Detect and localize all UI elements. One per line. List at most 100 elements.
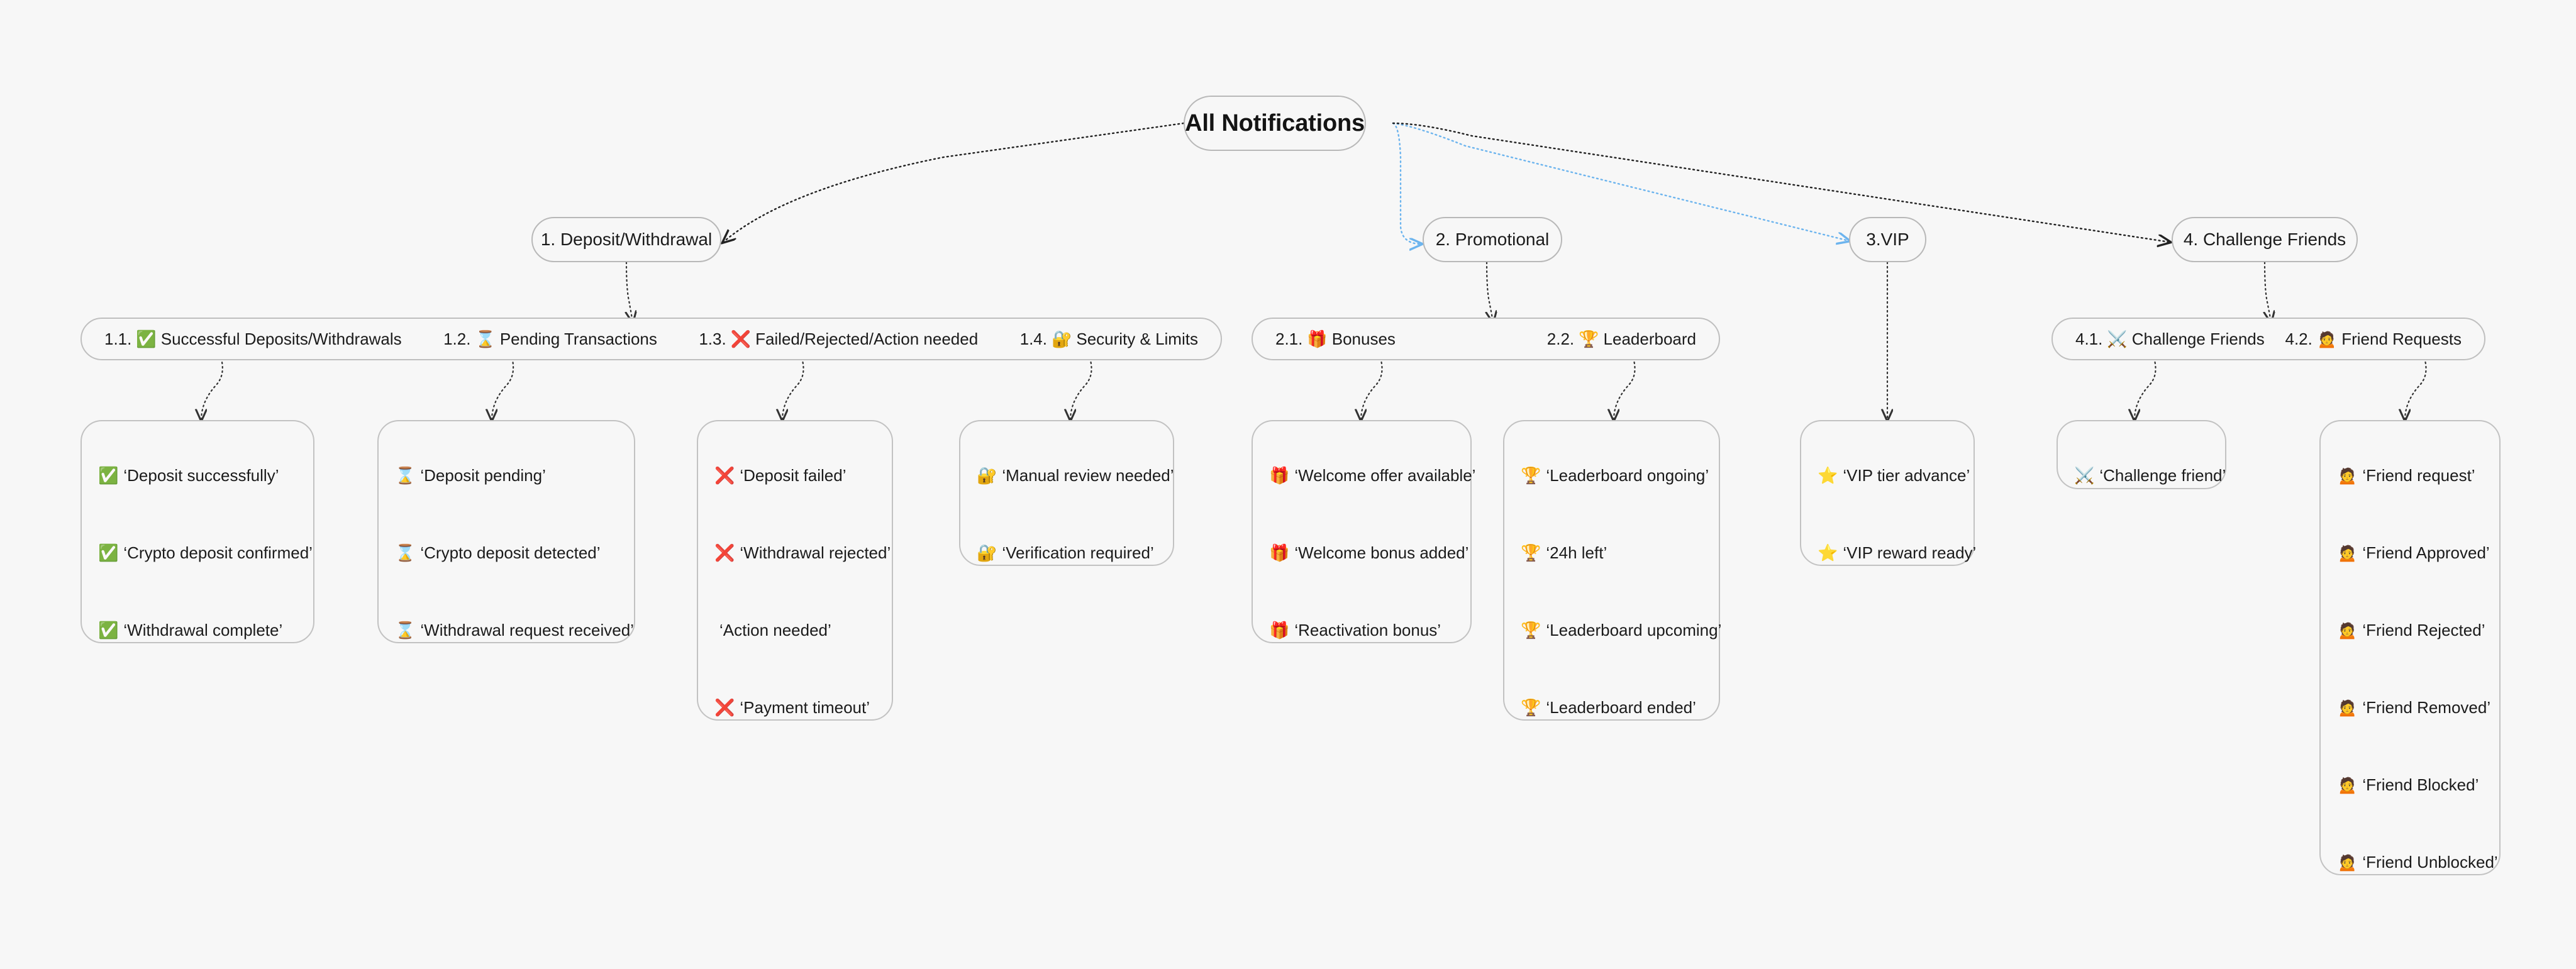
edge-branch4-to-group4 — [2265, 261, 2271, 322]
subcategory-label: Security & Limits — [1076, 329, 1198, 348]
leaf-card-vip: ⭐ ‘VIP tier advance’ ⭐ ‘VIP reward ready… — [1800, 420, 1976, 566]
subcategory-group-deposit-withdrawal: 1.1. ✅ Successful Deposits/Withdrawals 1… — [80, 318, 1222, 360]
subcategory-2-1[interactable]: 2.1. 🎁 Bonuses — [1275, 329, 1396, 349]
subcategory-1-3[interactable]: 1.3. ❌ Failed/Rejected/Action needed — [699, 329, 978, 349]
leaf-label: ‘Leaderboard upcoming’ — [1546, 621, 1722, 640]
wrapped-gift-icon: 🎁 — [1269, 621, 1290, 640]
trophy-icon: 🏆 — [1521, 543, 1541, 562]
person-frowning-icon: 🙍 — [2337, 543, 2358, 562]
leaf-label: ‘Leaderboard ongoing’ — [1546, 466, 1709, 485]
leaf-card-successful-deposits: ✅ ‘Deposit successfully’ ✅ ‘Crypto depos… — [80, 420, 314, 643]
wrapped-gift-icon: 🎁 — [1269, 543, 1290, 562]
subcategory-number: 2.1. — [1275, 329, 1303, 348]
person-frowning-icon: 🙍 — [2337, 775, 2358, 794]
person-frowning-icon: 🙍 — [2316, 329, 2338, 348]
leaf-card-failed-rejected: ❌ ‘Deposit failed’ ❌ ‘Withdrawal rejecte… — [697, 420, 893, 721]
leaf-card-security-limits: 🔐 ‘Manual review needed’ 🔐 ‘Verification… — [959, 420, 1174, 566]
locked-with-key-icon: 🔐 — [977, 543, 997, 562]
leaf-label: ‘Manual review needed’ — [1002, 466, 1174, 485]
subcategory-4-1[interactable]: 4.1. ⚔️ Challenge Friends — [2075, 329, 2265, 349]
leaf-label: ‘Payment timeout’ — [740, 698, 870, 717]
leaf-card-challenge-friends: ⚔️ ‘Challenge friend’ — [2057, 420, 2226, 489]
trophy-icon: 🏆 — [1579, 329, 1599, 348]
leaf-label: ‘Verification required’ — [1002, 543, 1154, 562]
leaf-label: ‘Friend Blocked’ — [2362, 775, 2479, 794]
subcategory-2-2[interactable]: 2.2. 🏆 Leaderboard — [1547, 329, 1696, 349]
locked-with-key-icon: 🔐 — [1051, 329, 1072, 348]
hourglass-icon: ⌛ — [395, 543, 416, 562]
leaf-label: ‘Welcome bonus added’ — [1294, 543, 1469, 562]
trophy-icon: 🏆 — [1521, 621, 1541, 640]
wrapped-gift-icon: 🎁 — [1269, 466, 1290, 485]
subcategory-group-challenge-friends: 4.1. ⚔️ Challenge Friends 4.2. 🙍 Friend … — [2051, 318, 2485, 360]
leaf-label: ‘24h left’ — [1546, 543, 1607, 562]
person-frowning-icon: 🙍 — [2337, 698, 2358, 717]
subcategory-1-2[interactable]: 1.2. ⌛ Pending Transactions — [443, 329, 657, 349]
cross-mark-icon: ❌ — [714, 543, 735, 562]
star-icon: ⭐ — [1818, 543, 1838, 562]
leaf-label: ‘Deposit successfully’ — [123, 466, 279, 485]
leaf-label: ‘Crypto deposit confirmed’ — [123, 543, 313, 562]
branch-node-label: 1. Deposit/Withdrawal — [540, 230, 713, 249]
hourglass-icon: ⌛ — [395, 621, 416, 640]
cross-mark-icon: ❌ — [714, 466, 735, 485]
subcategory-number: 1.1. — [104, 329, 132, 348]
leaf-label: ‘Crypto deposit detected’ — [420, 543, 601, 562]
branch-node-label: 2. Promotional — [1435, 230, 1550, 249]
subcategory-number: 1.2. — [443, 329, 471, 348]
leaf-card-friend-requests: 🙍 ‘Friend request’ 🙍 ‘Friend Approved’ 🙍… — [2319, 420, 2501, 875]
leaf-label: ‘Friend Unblocked’ — [2362, 853, 2498, 872]
edge-branch1-to-group1 — [626, 261, 633, 322]
branch-node-challenge-friends[interactable]: 4. Challenge Friends — [2172, 217, 2358, 262]
root-node[interactable]: All Notifications — [1184, 96, 1366, 151]
subcategory-label: Friend Requests — [2341, 329, 2462, 348]
leaf-card-leaderboard: 🏆 ‘Leaderboard ongoing’ 🏆 ‘24h left’ 🏆 ‘… — [1503, 420, 1722, 721]
subcategory-label: Pending Transactions — [499, 329, 657, 348]
subcategory-label: Successful Deposits/Withdrawals — [160, 329, 402, 348]
subcategory-label: Failed/Rejected/Action needed — [755, 329, 979, 348]
leaf-label: ‘Reactivation bonus’ — [1294, 621, 1441, 640]
leaf-label: ‘Deposit failed’ — [740, 466, 847, 485]
subcategory-number: 4.2. — [2285, 329, 2312, 348]
subcategory-4-2[interactable]: 4.2. 🙍 Friend Requests — [2285, 329, 2462, 349]
leaf-label: ‘Withdrawal complete’ — [123, 621, 283, 640]
edge-root-to-branch1 — [723, 122, 1185, 242]
leaf-label: ‘Welcome offer available’ — [1294, 466, 1476, 485]
branch-node-promotional[interactable]: 2. Promotional — [1423, 217, 1562, 262]
cross-mark-icon: ❌ — [730, 329, 752, 348]
branch-node-deposit-withdrawal[interactable]: 1. Deposit/Withdrawal — [531, 217, 721, 262]
check-mark-button-icon: ✅ — [98, 466, 119, 485]
edge-branch2-to-group2 — [1487, 261, 1493, 322]
leaf-label: ‘Friend Approved’ — [2362, 543, 2490, 562]
person-frowning-icon: 🙍 — [2337, 853, 2358, 872]
branch-node-label: 3.VIP — [1866, 230, 1909, 249]
person-frowning-icon: 🙍 — [2337, 621, 2358, 640]
crossed-swords-icon: ⚔️ — [2074, 466, 2095, 485]
leaf-label: ‘Challenge friend’ — [2099, 466, 2226, 485]
crossed-swords-icon: ⚔️ — [2107, 329, 2128, 348]
subcategory-1-1[interactable]: 1.1. ✅ Successful Deposits/Withdrawals — [104, 329, 402, 349]
branch-node-label: 4. Challenge Friends — [2183, 230, 2346, 249]
star-icon: ⭐ — [1818, 466, 1838, 485]
trophy-icon: 🏆 — [1521, 698, 1541, 717]
leaf-label: ‘Leaderboard ended’ — [1546, 698, 1696, 717]
wrapped-gift-icon: 🎁 — [1307, 329, 1328, 348]
branch-node-vip[interactable]: 3.VIP — [1849, 217, 1926, 262]
subcategory-number: 1.4. — [1019, 329, 1047, 348]
subcategory-1-4[interactable]: 1.4. 🔐 Security & Limits — [1020, 329, 1198, 349]
leaf-label: ‘Withdrawal request received’ — [420, 621, 634, 640]
root-node-label: All Notifications — [1185, 109, 1365, 136]
leaf-card-bonuses: 🎁 ‘Welcome offer available’ 🎁 ‘Welcome b… — [1252, 420, 1476, 643]
leaf-label: ‘Action needed’ — [719, 621, 831, 640]
check-mark-button-icon: ✅ — [98, 543, 119, 562]
subcategory-number: 1.3. — [699, 329, 726, 348]
subcategory-number: 4.1. — [2075, 329, 2103, 348]
locked-with-key-icon: 🔐 — [977, 466, 997, 485]
leaf-label: ‘VIP tier advance’ — [1843, 466, 1970, 485]
leaf-label: ‘Deposit pending’ — [420, 466, 546, 485]
cross-mark-icon: ❌ — [714, 698, 735, 717]
hourglass-icon: ⌛ — [475, 329, 496, 348]
leaf-card-pending-transactions: ⌛ ‘Deposit pending’ ⌛ ‘Crypto deposit de… — [377, 420, 635, 643]
check-mark-button-icon: ✅ — [136, 329, 157, 348]
subcategory-label: Bonuses — [1331, 329, 1396, 348]
